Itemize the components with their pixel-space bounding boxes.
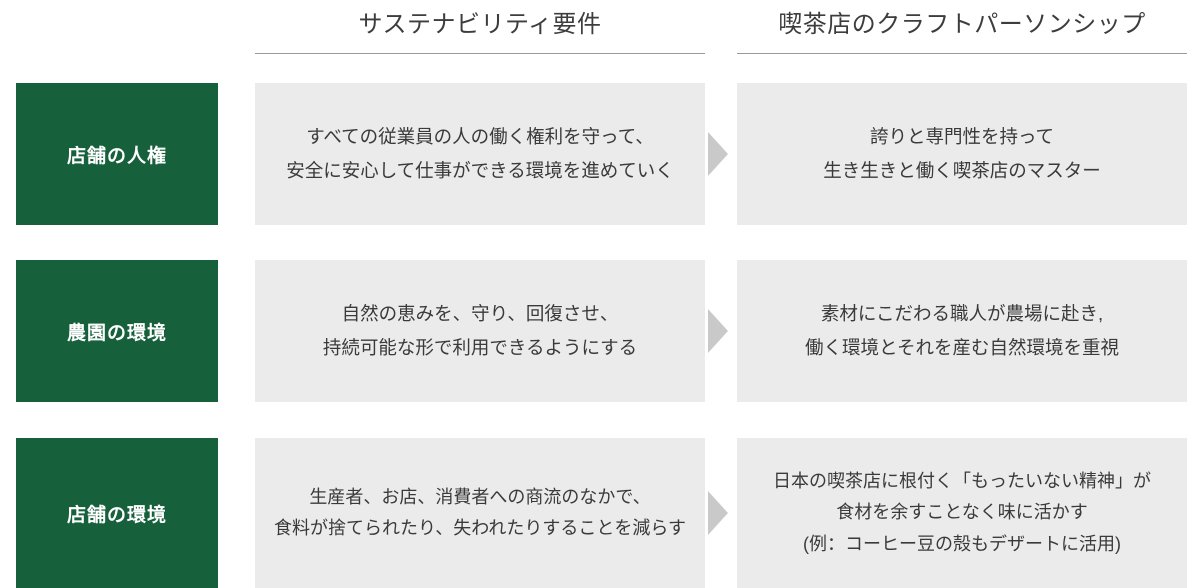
requirement-line: 持続可能な形で利用できるようにする	[322, 337, 638, 358]
requirement-box-store-environment: 生産者、お店、消費者への商流のなかで、 食料が捨てられたり、失われたりすることを…	[255, 438, 705, 588]
craftpersonship-line: 生き生きと働く喫茶店のマスター	[823, 160, 1101, 181]
row-label-store-human-rights: 店舗の人権	[16, 83, 218, 225]
requirement-line: 安全に安心して仕事ができる環境を進めていく	[286, 160, 674, 181]
arrow-right-icon	[708, 491, 728, 535]
row-farm-environment: 農園の環境 自然の恵みを、守り、回復させ、 持続可能な形で利用できるようにする …	[0, 260, 1200, 402]
requirement-line: 生産者、お店、消費者への商流のなかで、	[309, 486, 651, 507]
craftpersonship-line: 日本の喫茶店に根付く「もったいない精神」が	[773, 470, 1151, 491]
requirement-line: すべての従業員の人の働く権利を守って、	[306, 125, 654, 147]
requirement-line: 食料が捨てられたり、失われたりすることを減らす	[273, 518, 687, 538]
requirement-box-farm-environment: 自然の恵みを、守り、回復させ、 持続可能な形で利用できるようにする	[255, 260, 705, 402]
craftpersonship-box-store-environment: 日本の喫茶店に根付く「もったいない精神」が 食材を余すことなく味に活かす (例：…	[737, 438, 1187, 588]
row-store-environment: 店舗の環境 生産者、お店、消費者への商流のなかで、 食料が捨てられたり、失われた…	[0, 438, 1200, 588]
row-label-store-environment: 店舗の環境	[16, 438, 218, 588]
arrow-right-icon	[708, 132, 728, 176]
craftpersonship-line: 素材にこだわる職人が農場に赴き,	[820, 302, 1104, 324]
column-header-craftpersonship-label: 喫茶店のクラフトパーソンシップ	[778, 11, 1146, 38]
craftpersonship-line: 食材を余すことなく味に活かす	[836, 502, 1088, 523]
row-store-human-rights: 店舗の人権 すべての従業員の人の働く権利を守って、 安全に安心して仕事ができる環…	[0, 83, 1200, 225]
column-header-craftpersonship-rule	[737, 53, 1187, 54]
row-label-farm-environment: 農園の環境	[16, 260, 218, 402]
craftpersonship-line: (例：コーヒー豆の殻もデザートに活用)	[803, 533, 1121, 554]
arrow-right-icon	[708, 309, 728, 353]
row-label-text: 店舗の人権	[66, 145, 167, 167]
column-header-requirements: サステナビリティ要件	[255, 8, 705, 54]
column-header-requirements-label: サステナビリティ要件	[358, 11, 602, 38]
column-header-craftpersonship: 喫茶店のクラフトパーソンシップ	[737, 8, 1187, 54]
craftpersonship-box-store-human-rights: 誇りと専門性を持って 生き生きと働く喫茶店のマスター	[737, 83, 1187, 225]
row-label-text: 農園の環境	[66, 322, 167, 344]
requirement-line: 自然の恵みを、守り、回復させ、	[341, 302, 619, 324]
column-header-requirements-rule	[255, 53, 705, 54]
craftpersonship-line: 誇りと専門性を持って	[869, 125, 1055, 147]
requirement-box-store-human-rights: すべての従業員の人の働く権利を守って、 安全に安心して仕事ができる環境を進めてい…	[255, 83, 705, 225]
row-label-text: 店舗の環境	[66, 504, 167, 526]
craftpersonship-box-farm-environment: 素材にこだわる職人が農場に赴き, 働く環境とそれを産む自然環境を重視	[737, 260, 1187, 402]
craftpersonship-line: 働く環境とそれを産む自然環境を重視	[805, 337, 1119, 358]
column-headers: サステナビリティ要件 喫茶店のクラフトパーソンシップ	[0, 0, 1200, 58]
